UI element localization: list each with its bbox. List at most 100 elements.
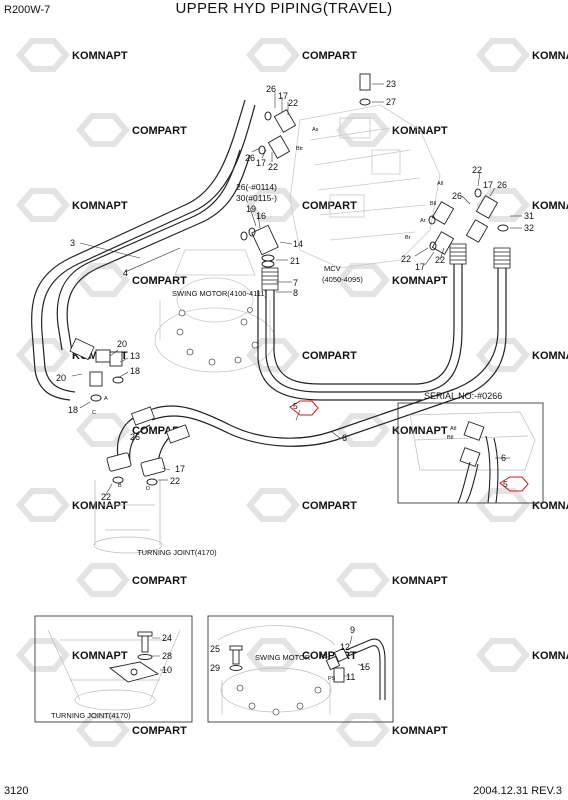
hose-7-8	[257, 262, 463, 401]
callout-10: 10	[162, 665, 172, 675]
callout-26-mid: 26	[245, 153, 255, 163]
callout-26-lower: 26	[130, 432, 140, 442]
callout-22-mid: 22	[268, 162, 278, 172]
model-code: R200W-7	[4, 4, 51, 16]
label-swing-motor-inset: SWING MOTOR	[255, 653, 311, 662]
watermark-tile: KOMNAPT	[476, 488, 568, 522]
label-serial-no: SERIAL NO:-#0266	[424, 391, 502, 401]
callout-17-mid: 17	[256, 158, 266, 168]
callout-18-left: 18	[68, 405, 78, 415]
bottom-right-inset	[207, 615, 394, 723]
port-atl: Atl	[450, 426, 456, 432]
port-ar: Ar	[420, 218, 426, 224]
callout-32: 32	[524, 223, 534, 233]
hose-5-6	[149, 262, 507, 447]
watermark-text: KOMNAPT	[72, 50, 128, 62]
callout-28: 28	[162, 651, 172, 661]
callout-15: 15	[360, 662, 370, 672]
watermark-text: COMPART	[302, 350, 357, 362]
watermark-text: COMPART	[302, 200, 357, 212]
callout-13: 13	[130, 351, 140, 361]
callout-23: 23	[386, 79, 396, 89]
label-mcv: MCV	[324, 264, 341, 273]
label-part-26-serial: 26(-#0114)	[236, 182, 277, 192]
callout-20-right: 20	[117, 339, 127, 349]
flange-fittings	[89, 73, 499, 477]
watermark-text: KOMNAPT	[72, 650, 128, 662]
callout-3: 3	[70, 238, 75, 248]
watermark-text: KOMNAPT	[392, 575, 448, 587]
callout-14: 14	[293, 239, 303, 249]
watermark-tile: COMPART	[246, 38, 357, 72]
callout-16: 16	[256, 211, 266, 221]
turning-joint-outline	[93, 480, 163, 554]
callout-24: 24	[162, 633, 172, 643]
port-c: C	[92, 410, 96, 416]
port-a: A	[104, 396, 108, 402]
revision-date: 2004.12.31 REV.3	[473, 785, 562, 797]
text-labels: SWING MOTOR(4100-4111) MCV (4050-4095) S…	[51, 182, 502, 720]
watermark-text: KOMNAPT	[532, 200, 568, 212]
leader-lines	[71, 83, 522, 497]
callout-6-main: 6	[342, 433, 347, 443]
watermark-text: KOMNAPT	[392, 725, 448, 737]
watermark-text: KOMNAPT	[72, 500, 128, 512]
callout-22-lower-left-b: 22	[101, 492, 111, 502]
watermark-tile: KOMNAPT	[476, 338, 568, 372]
watermark-tile: KOMNAPT	[476, 38, 568, 72]
part-callouts: 23 27 26 17 22 26 17 22 19 16 14 21 7 8 …	[56, 79, 534, 682]
callout-17-top: 17	[278, 91, 288, 101]
callout-19: 19	[246, 204, 256, 214]
bottom-left-inset	[34, 615, 193, 723]
callout-29: 29	[210, 663, 220, 673]
callout-12: 12	[340, 642, 350, 652]
watermark-text: COMPART	[302, 50, 357, 62]
label-turning-joint-inset: TURNING JOINT(4170)	[51, 711, 131, 720]
watermark-text: COMPART	[132, 725, 187, 737]
callout-27: 27	[386, 97, 396, 107]
serial-inset	[397, 402, 544, 504]
callout-22-lower-b: 22	[435, 255, 445, 265]
watermark-text: COMPART	[132, 575, 187, 587]
callout-5-inset: 5	[503, 479, 508, 489]
watermark-text: KOMNAPT	[392, 275, 448, 287]
callout-9: 9	[350, 625, 355, 635]
hose-crimps	[69, 243, 511, 444]
callout-20-left: 20	[56, 373, 66, 383]
watermark-tile: KOMNAPT	[476, 188, 568, 222]
watermark-text: KOMNAPT	[532, 500, 568, 512]
port-btr: Btr	[296, 146, 303, 152]
callout-31: 31	[524, 211, 534, 221]
port-ps: PS	[328, 676, 336, 682]
callout-26-top: 26	[266, 84, 276, 94]
mcv-block-outline	[289, 104, 441, 269]
watermark-tile: COMPART	[246, 338, 357, 372]
callout-17-lower-left: 17	[175, 464, 185, 474]
page-number: 3120	[4, 785, 29, 797]
port-as: As	[312, 127, 319, 133]
watermark-tile: COMPART	[76, 263, 187, 297]
port-br: Br	[405, 235, 411, 241]
callout-22-right: 22	[472, 165, 482, 175]
watermark-text: KOMNAPT	[72, 200, 128, 212]
callout-26-right-b: 26	[497, 180, 507, 190]
callout-11: 11	[346, 672, 355, 682]
callout-22-lower-left-a: 22	[170, 476, 180, 486]
port-btl: Btl	[447, 435, 453, 441]
watermark-text: KOMNAPT	[392, 125, 448, 137]
callout-21: 21	[290, 256, 300, 266]
o-rings	[90, 98, 509, 486]
watermark-text: KOMNAPT	[532, 50, 568, 62]
port-b: B	[118, 483, 122, 489]
port-d: D	[146, 486, 150, 492]
swing-motor-outline	[154, 249, 276, 373]
watermark-tile: KOMNAPT	[16, 488, 128, 522]
watermark-text: COMPART	[132, 125, 187, 137]
callout-17-lower: 17	[415, 262, 425, 272]
callout-4: 4	[123, 268, 128, 278]
watermark-tile: KOMNAPT	[336, 713, 448, 747]
watermark-tile: KOMNAPT	[16, 638, 128, 672]
port-labels: As Btr All Bll Ar Br Atl Btl A B C D RS …	[92, 127, 456, 682]
watermark-tile: KOMNAPT	[16, 38, 128, 72]
page-title: UPPER HYD PIPING(TRAVEL)	[175, 0, 393, 17]
